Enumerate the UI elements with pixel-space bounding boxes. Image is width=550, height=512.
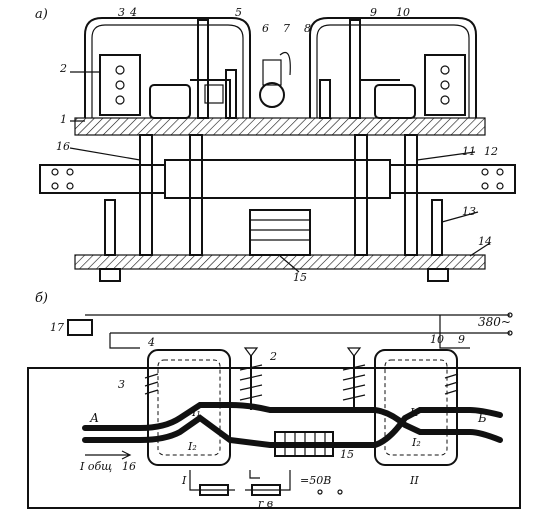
panel-a-drawing: [39, 17, 516, 282]
label-b-4: 4: [147, 336, 155, 349]
dc-voltage-label: =50В: [300, 474, 331, 487]
left-housing: [84, 17, 251, 118]
label-17: 17: [50, 321, 64, 334]
label-b-10: 10: [430, 333, 444, 346]
bottom-base-plate: [74, 254, 486, 270]
label-9: 9: [370, 6, 377, 19]
voltage-label: 380~: [478, 315, 511, 329]
coil-label-II: II: [409, 474, 419, 487]
shunt-15: [274, 431, 334, 457]
outer-circuit: [27, 367, 521, 509]
central-conductor: [164, 159, 391, 199]
panel-a-labels: 3 4 5 6 7 8 9 10 2 1 16 11 12 13 14 15: [56, 6, 498, 284]
bus-label-a: А: [89, 411, 99, 425]
bus-label-b: Б: [477, 411, 487, 425]
label-7: 7: [283, 22, 290, 35]
current-i1-left: I₁: [191, 406, 201, 419]
label-13: 13: [462, 205, 476, 218]
panel-b-labels: 380~ 17 4 2 3 10 9 А Б I общ I₁ I₂ I₁ I₂…: [50, 315, 511, 510]
label-2: 2: [59, 62, 67, 75]
conductor-lower: [82, 407, 503, 448]
label-16: 16: [56, 140, 70, 153]
label-b-2: 2: [269, 350, 277, 363]
label-1: 1: [60, 113, 67, 126]
resistor-rv: [251, 484, 281, 496]
right-bus-bar: [389, 164, 516, 194]
top-insulating-plate: [74, 117, 486, 136]
shunt-block: [249, 209, 311, 256]
panel-b-title: б): [35, 291, 48, 306]
resistor-left: [199, 484, 229, 496]
current-i2-left: I₂: [187, 440, 197, 453]
resistor-label: r в: [258, 497, 273, 510]
label-6: 6: [262, 22, 269, 35]
left-bus-bar: [39, 164, 166, 194]
label-5: 5: [235, 6, 242, 19]
label-4: 4: [129, 6, 137, 19]
coil-label-I: I: [181, 474, 187, 487]
current-i1-right: I₁: [409, 406, 419, 419]
label-b-9: 9: [458, 333, 465, 346]
label-14: 14: [478, 235, 492, 248]
panel-a-title: а): [35, 7, 48, 22]
label-8: 8: [304, 22, 311, 35]
component-17: [67, 319, 93, 336]
label-15: 15: [293, 271, 307, 284]
label-b-15: 15: [340, 448, 354, 461]
label-b-3: 3: [118, 378, 125, 391]
label-12: 12: [484, 145, 498, 158]
label-3: 3: [118, 6, 125, 19]
panel-b-drawing: [27, 312, 521, 509]
label-b-16: 16: [122, 460, 136, 473]
current-i2-right: I₂: [411, 436, 421, 449]
right-housing: [309, 17, 477, 118]
label-10: 10: [396, 6, 410, 19]
conductor-upper: [82, 402, 503, 443]
total-current-label: I общ: [79, 460, 112, 473]
label-11: 11: [462, 145, 476, 158]
